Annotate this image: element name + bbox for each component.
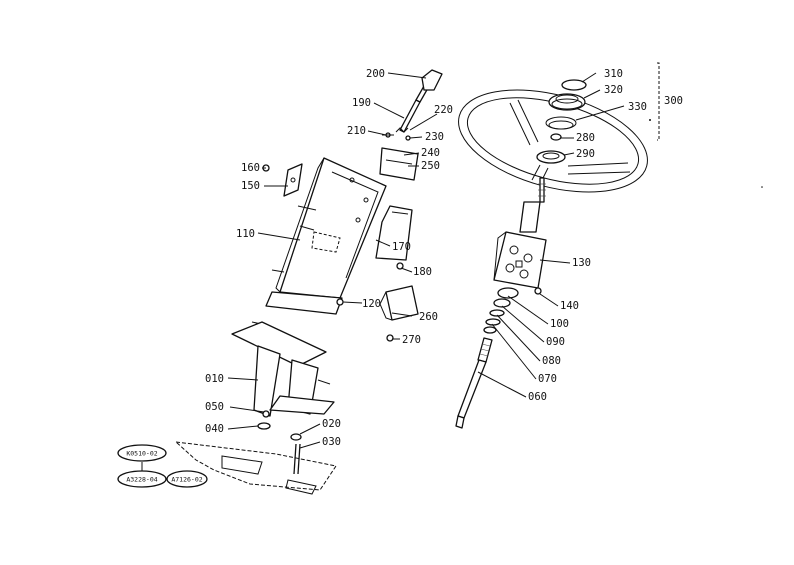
callout-160: 160 [241, 162, 260, 174]
bracket-170 [375, 205, 413, 261]
nut-280 [550, 133, 562, 141]
callout-090: 090 [546, 336, 565, 348]
callout-180: 180 [413, 266, 432, 278]
callout-220: 220 [434, 104, 453, 116]
callout-130: 130 [572, 257, 591, 269]
ref-label-1: K0510-02 [126, 450, 157, 458]
hub-cap-310 [561, 79, 587, 91]
steering-gearbox-130 [493, 231, 547, 289]
callout-330: 330 [628, 101, 647, 113]
callout-260: 260 [419, 311, 438, 323]
cover-260 [379, 285, 419, 321]
knob-200 [421, 69, 443, 91]
leader-lines [141, 72, 625, 480]
callout-190: 190 [352, 97, 371, 109]
callout-120: 120 [362, 298, 381, 310]
column-post-110 [251, 157, 387, 327]
steering-shaft-lower-060 [455, 337, 493, 429]
bolt-140 [534, 287, 542, 295]
steering-shaft-upper [519, 177, 546, 233]
callout-060: 060 [528, 391, 547, 403]
spring-220 [395, 127, 409, 133]
reference-ovals: K0510-02 A3228-04 A7126-02 [117, 444, 208, 488]
washer-040 [257, 422, 271, 430]
callout-200: 200 [366, 68, 385, 80]
stray-dot [761, 186, 763, 188]
plate-240-250 [379, 147, 419, 181]
callout-300: 300 [664, 95, 683, 107]
callout-080: 080 [542, 355, 561, 367]
callout-030: 030 [322, 436, 341, 448]
callout-250: 250 [421, 160, 440, 172]
seal-rings [483, 287, 519, 334]
callout-230: 230 [425, 131, 444, 143]
callout-040: 040 [205, 423, 224, 435]
callout-020: 020 [322, 418, 341, 430]
callout-290: 290 [576, 148, 595, 160]
callout-labels: 200 190 220 210 230 240 250 160 150 110 … [205, 68, 683, 448]
ref-oval-1 [117, 444, 167, 462]
ref-oval-3 [166, 470, 208, 488]
bushing-020 [290, 433, 302, 441]
washer-290 [536, 150, 566, 164]
bolt-120 [336, 298, 344, 306]
steering-wheel [458, 89, 648, 193]
ref-oval-2 [117, 470, 167, 488]
callout-240: 240 [421, 147, 440, 159]
ref-label-2: A3228-04 [126, 476, 157, 484]
callout-070: 070 [538, 373, 557, 385]
bolt-050 [262, 410, 270, 418]
base-support-010 [231, 321, 335, 417]
callout-100: 100 [550, 318, 569, 330]
floor-plate [174, 441, 337, 495]
callout-210: 210 [347, 125, 366, 137]
callout-140: 140 [560, 300, 579, 312]
bolt-270 [386, 334, 394, 342]
callout-110: 110 [236, 228, 255, 240]
spring-330 [545, 116, 577, 130]
callout-150: 150 [241, 180, 260, 192]
callout-310: 310 [604, 68, 623, 80]
callout-010: 010 [205, 373, 224, 385]
lever-190 [399, 85, 429, 133]
bracket-150 [283, 163, 303, 197]
clip-230 [405, 135, 411, 141]
callout-270: 270 [402, 334, 421, 346]
bolt-180 [396, 262, 404, 270]
callout-050: 050 [205, 401, 224, 413]
stud-030 [293, 443, 301, 475]
callout-170: 170 [392, 241, 411, 253]
callout-320: 320 [604, 84, 623, 96]
callout-280: 280 [576, 132, 595, 144]
ref-label-3: A7126-02 [171, 476, 202, 484]
horn-button-320 [548, 93, 586, 111]
